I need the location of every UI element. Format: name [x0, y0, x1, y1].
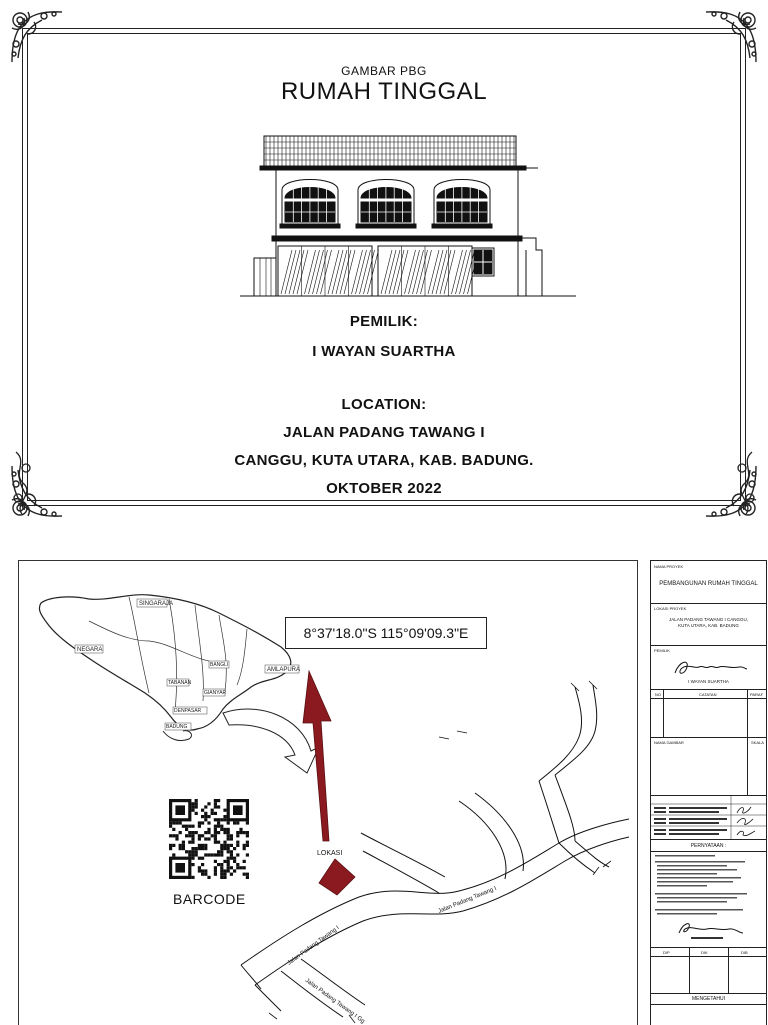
cover-sheet: GAMBAR PBG RUMAH TINGGAL [8, 8, 760, 520]
tb-divider [651, 737, 766, 738]
tb-col-line [747, 689, 748, 737]
road-label-3: Jalan Padang Tawang I Gg [304, 978, 366, 1025]
road-end-ticks [268, 680, 612, 1024]
lokasi-label: LOKASI [317, 850, 342, 857]
cover-subtitle: GAMBAR PBG [341, 64, 427, 78]
tb-dik: DIK [701, 950, 708, 955]
owner-label: PEMILIK: [349, 313, 419, 330]
tb-dib: DIB [741, 950, 748, 955]
road-label-2: Jalan Padang Tawang I [287, 925, 341, 967]
tb-project-name-label: NAMA PROYEK [654, 564, 684, 569]
tb-owner-name: I WAYAN SUARTHA [688, 679, 729, 684]
map-label-tabanan: TABANAN [168, 680, 192, 686]
location-arrow [302, 669, 332, 842]
tb-divider [651, 795, 766, 796]
tb-project-location: JALAN PADANG TAWANG I CANGGU, KUTA UTARA… [669, 617, 748, 628]
map-label-singaraja: SINGARAJA [139, 601, 173, 607]
tb-col-line [663, 689, 664, 737]
tb-divider [651, 603, 766, 604]
tb-col-line [689, 947, 690, 993]
map-label-badung: BADUNG [166, 724, 188, 730]
ornament-side-left [13, 451, 31, 515]
tb-pernyataan: PERNYATAAN : [690, 843, 727, 849]
tb-col-line [728, 947, 729, 993]
road-label-1: Jalan Padang Tawang I [438, 886, 498, 915]
tb-project-name: PEMBANGUNAN RUMAH TINGGAL [659, 581, 758, 587]
tb-col-no: NO [655, 692, 661, 697]
tb-statement-text [655, 855, 747, 939]
tb-divider [651, 645, 766, 646]
tb-divider [651, 993, 766, 994]
ornament-corner-bottom-right [705, 465, 757, 517]
map-label-amlapura: AMLAPURA [267, 667, 300, 673]
tb-divider [651, 956, 766, 957]
tb-mengetahui: MENGETAHUI [692, 996, 725, 1002]
tb-col-line [747, 737, 748, 795]
ornament-side-right [737, 451, 755, 515]
tb-divider [651, 851, 766, 852]
tb-col-catatan: CATATAN [699, 692, 717, 697]
tb-drawing-name-label: NAMA GAMBAR [654, 740, 684, 745]
address-line-1: JALAN PADANG TAWANG I [283, 424, 485, 441]
map-labels: NEGARA SINGARAJA AMLAPURA BANGLI TABANAN… [74, 598, 300, 731]
owner-signature [674, 661, 748, 674]
tb-divider [651, 689, 766, 690]
tb-owner-label: PEMILIK [654, 648, 670, 653]
tb-project-location-label: LOKASI PROYEK [654, 606, 687, 611]
road-labels: Jalan Padang Tawang I Jalan Padang Tawan… [287, 886, 498, 1025]
tb-divider [651, 1004, 766, 1005]
cover-frame-outer [22, 28, 746, 506]
barcode-label: BARCODE [173, 891, 246, 907]
map-label-negara: NEGARA [77, 647, 102, 653]
site-plan-sheet: NEGARA SINGARAJA AMLAPURA BANGLI TABANAN… [18, 560, 638, 1025]
bali-island-outline [38, 594, 292, 731]
road-network [240, 684, 630, 1018]
tb-dip: DIP [663, 950, 670, 955]
house-elevation-drawing [240, 135, 576, 297]
owner-name: I WAYAN SUARTHA [312, 343, 456, 360]
site-plan-drawing: NEGARA SINGARAJA AMLAPURA BANGLI TABANAN… [38, 594, 630, 1025]
map-label-denpasar: DENPASAR [174, 708, 202, 714]
gps-coordinates: 8°37'18.0"S 115°09'09.3"E [285, 617, 487, 649]
tb-divider [651, 698, 766, 699]
location-label: LOCATION: [341, 396, 427, 413]
qr-code [169, 799, 249, 879]
tb-col-paraf: PARAF [750, 692, 764, 697]
zoom-arrow [222, 708, 321, 774]
map-label-gianyar: GIANYAR [204, 690, 227, 696]
cover-frame-inner [27, 33, 741, 501]
title-block: NAMA PROYEK PEMBANGUNAN RUMAH TINGGAL LO… [650, 560, 767, 1025]
tb-scale-label: SKALA [751, 740, 764, 745]
tb-divider [651, 839, 766, 840]
tb-approvals [651, 795, 766, 839]
tb-divider [651, 947, 766, 948]
address-line-2: CANGGU, KUTA UTARA, KAB. BADUNG. [234, 452, 534, 469]
cover-title: RUMAH TINGGAL [280, 78, 488, 105]
lokasi-plot [318, 858, 356, 896]
ornament-corner-top-left [11, 11, 63, 63]
cover-date: OKTOBER 2022 [326, 480, 442, 497]
ornament-corner-top-right [705, 11, 757, 63]
map-label-bangli: BANGLI [210, 662, 228, 668]
